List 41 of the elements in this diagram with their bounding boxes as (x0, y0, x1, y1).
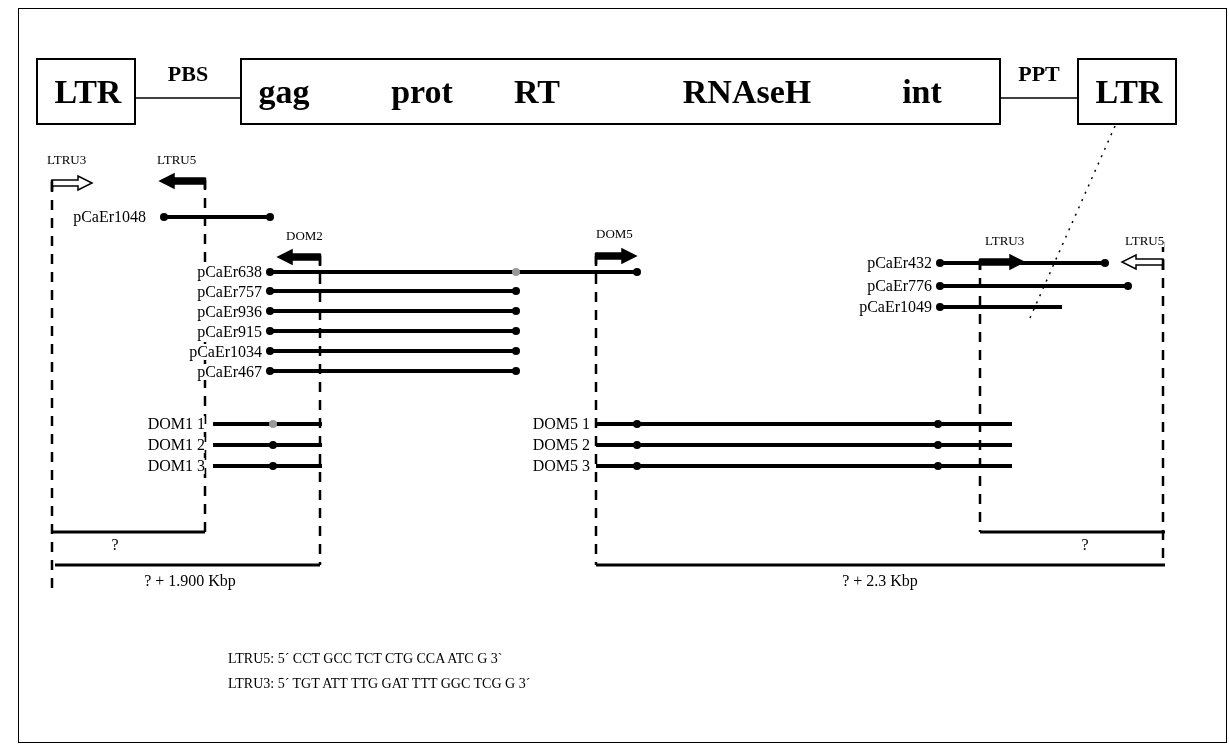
clone-label: pCaEr432 (867, 255, 932, 271)
primer-label: LTRU5 (1125, 234, 1165, 247)
clone-label: pCaEr1034 (189, 344, 262, 360)
clone-label: pCaEr757 (197, 284, 262, 300)
clone-label: pCaEr915 (197, 324, 262, 340)
leader-line (1029, 125, 1116, 319)
region-label: LTR (54, 74, 122, 109)
clone-label: DOM1 1 (147, 416, 205, 432)
size-label: ? (111, 537, 119, 553)
connector-line (1000, 97, 1078, 99)
primer-label: DOM2 (286, 229, 323, 242)
gene-region-box (240, 58, 1001, 125)
ltr-box (36, 58, 136, 125)
size-label: ? + 1.900 Kbp (144, 573, 236, 589)
primer-sequence: LTRU3: 5´ TGT ATT TTG GAT TTT GGC TCG G 3´ (228, 677, 531, 691)
primer-sequence: LTRU5: 5´ CCT GCC TCT CTG CCA ATC G 3` (228, 652, 503, 666)
clone-label: DOM5 3 (532, 458, 590, 474)
region-label: LTR (1095, 74, 1163, 109)
clone-label: pCaEr467 (197, 364, 262, 380)
clone-label: pCaEr776 (867, 278, 932, 294)
gene-label: gag (258, 74, 310, 109)
clone-label: DOM5 2 (532, 437, 590, 453)
clone-label: pCaEr638 (197, 264, 262, 280)
size-label: ? (1081, 537, 1089, 553)
gene-label: int (902, 74, 942, 109)
clone-label: DOM5 1 (532, 416, 590, 432)
clone-label: pCaEr1049 (859, 299, 932, 315)
primer-label: LTRU5 (157, 153, 197, 166)
gene-label: RNAseH (682, 74, 812, 109)
primer-label: LTRU3 (47, 153, 87, 166)
clone-label: pCaEr936 (197, 304, 262, 320)
ltr-box (1077, 58, 1177, 125)
primer-label: DOM5 (596, 227, 633, 240)
primer-label: LTRU3 (985, 234, 1025, 247)
clone-label: pCaEr1048 (73, 209, 146, 225)
clone-label: DOM1 3 (147, 458, 205, 474)
gene-label: RT (514, 74, 560, 109)
gene-label: prot (391, 74, 453, 109)
connector-line (135, 97, 241, 99)
size-label: ? + 2.3 Kbp (842, 573, 918, 589)
clone-label: DOM1 2 (147, 437, 205, 453)
